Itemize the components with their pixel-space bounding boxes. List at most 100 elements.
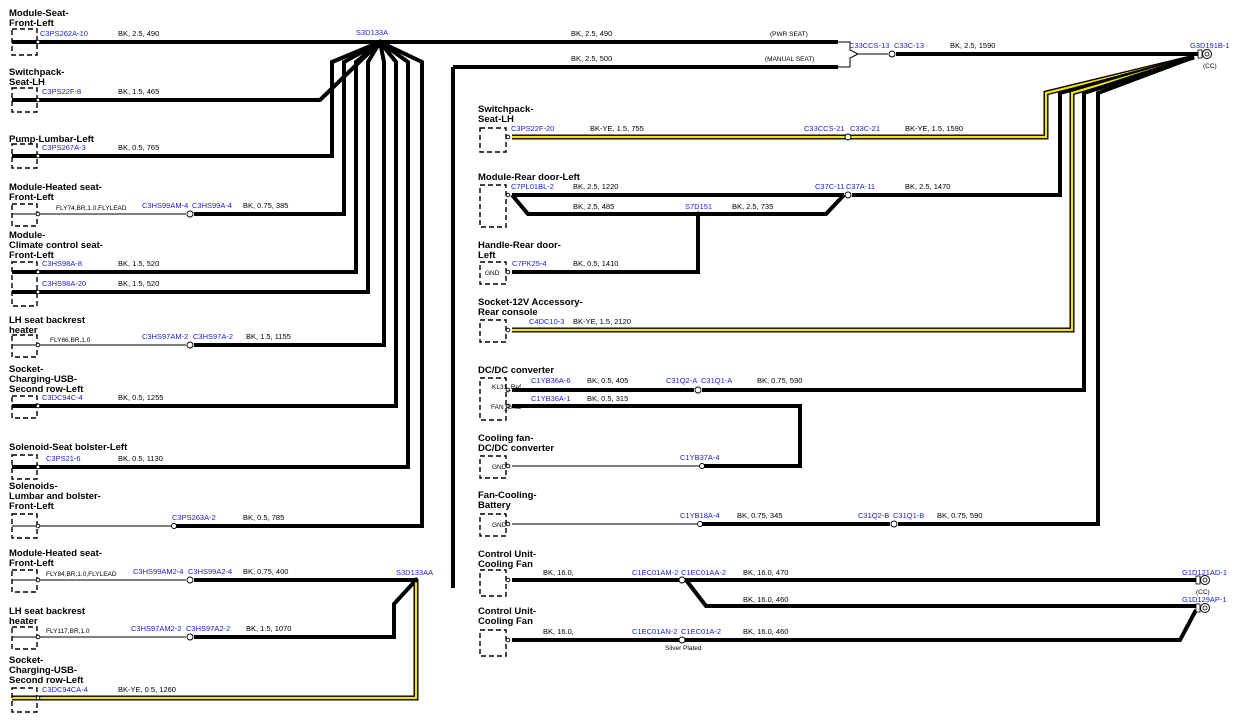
wire-labels: BK, 2.5, 490 BK, 1.5, 465 BK, 0.5, 765 B… [118, 29, 995, 694]
connector-label: C1YB36A-6 [531, 376, 571, 385]
connector-label: C37C-11 [815, 182, 844, 191]
ground-icon [1197, 49, 1212, 59]
connector-label: C3PS22F-20 [511, 124, 554, 133]
wire-usb-1[interactable] [12, 40, 398, 408]
cc-note: (CC) [1203, 63, 1217, 70]
wire-spec: BK, 0.75, 400 [243, 567, 288, 576]
connector-label: C3HS99AM-4 [142, 201, 188, 210]
pin-label: KL31_Ref [492, 384, 521, 391]
wire-spec: BK, 2.5, 735 [732, 202, 773, 211]
wire-spec: BK, 2.5, 1590 [950, 41, 995, 50]
flylead-label: FLY66,BR,1.0 [50, 337, 91, 344]
connector-label: C31Q1-B [893, 511, 924, 520]
wire-pump-lumbar[interactable] [12, 40, 381, 158]
wire-heated-1[interactable] [194, 40, 381, 216]
connector-label: C3PS262A-10 [40, 29, 88, 38]
wire-spec: BK, 16.0, 470 [743, 568, 788, 577]
wire-spec: BK, 0.5, 785 [243, 513, 284, 522]
connector-label: C3HS98A-8 [42, 259, 82, 268]
connector-label: C1EC01AM-2 [632, 568, 678, 577]
ground-label: G1D129AP-1 [1182, 595, 1227, 604]
component-solenoid-bolster: Solenoid-Seat bolster-Left [9, 442, 128, 453]
ground-symbols [1195, 49, 1212, 613]
connector-label: C31Q2-B [858, 511, 889, 520]
connector-label: C3PS263A-2 [172, 513, 216, 522]
wire-spec: BK, 0.5, 1410 [573, 259, 618, 268]
wire-spec: BK, 1.5, 520 [118, 279, 159, 288]
wire-spec: BK, 0.75, 385 [243, 201, 288, 210]
wire-fan-gnd[interactable] [512, 404, 802, 468]
wire-spec: BK, 0.75, 590 [937, 511, 982, 520]
wire-fan-battery[interactable] [898, 55, 1195, 526]
cc-note: (CC) [1196, 589, 1210, 596]
wire-spec: BK, 0.5, 1130 [118, 454, 163, 463]
connector-label: C33CCS-21 [804, 124, 844, 133]
wire-spec: BK-YE, 0.5, 1260 [118, 685, 176, 694]
connector-labels: C3PS262A-10 C3PS22F-8 C3PS267A-3 C3HS99A… [40, 28, 1230, 694]
wire-switchpack[interactable] [12, 40, 382, 102]
component-switchpack-lh-r: Switchpack-Seat-LH [478, 104, 533, 125]
wire-spec: BK, 2.5, 1470 [905, 182, 950, 191]
wire-spec: BK, 16.0, 460 [743, 627, 788, 636]
connector-label: C1YB37A-4 [680, 453, 720, 462]
splice-label: S3D133A [356, 28, 388, 37]
wire-climate-20[interactable] [12, 40, 382, 294]
wire-spec: BK, 1.5, 1070 [246, 624, 291, 633]
component-seat-front-left: Module-Seat-Front-Left [9, 8, 69, 29]
component-socket-12v: Socket-12V Accessory-Rear console [478, 297, 583, 318]
wire-cu-fan-2[interactable] [512, 609, 1198, 642]
connector-label: C3DC94CA-4 [42, 685, 88, 694]
wire-dcdc[interactable] [702, 55, 1195, 392]
wire-spec: BK-YE, 1.5, 755 [590, 124, 644, 133]
wire-cu-fan-1b[interactable] [684, 578, 1196, 608]
right-ground-wires [510, 41, 1200, 642]
wire-backrest-1[interactable] [194, 41, 386, 347]
wire-climate-8[interactable] [12, 40, 382, 274]
component-switchpack-lh: Switchpack-Seat-LH [9, 67, 64, 88]
connector-label: C33CCS-13 [849, 41, 889, 50]
flylead-label: FLY117,BR,1.0 [46, 628, 90, 635]
wire-rear-door-loop[interactable] [510, 193, 846, 216]
flylead-label: FLY74,BR,1.0,FLYLEAD [56, 205, 127, 212]
manual-seat-note: (MANUAL SEAT) [765, 56, 814, 63]
wire-spec: BK, 0.75, 345 [737, 511, 782, 520]
wire-spec: BK-YE, 1.5, 1590 [905, 124, 963, 133]
component-rear-door-module: Module-Rear door-Left [478, 172, 581, 183]
component-dcdc: DC/DC converter [478, 365, 554, 376]
connector-label: C3HS97AM-2 [142, 332, 188, 341]
connector-label: C1EC01AA-2 [681, 568, 726, 577]
splice-label: S3D133AA [396, 568, 433, 577]
connector-label: C1EC01AN-2 [632, 627, 677, 636]
wire-spec: BK, 2.5, 1220 [573, 182, 618, 191]
connector-label: C3HS99AM2-4 [133, 567, 183, 576]
wire-lumbar-bolster[interactable] [174, 40, 424, 528]
left-ground-wires [12, 40, 838, 701]
flylead-label: FLY84,BR,1.0,FLYLEAD [46, 571, 117, 578]
ground-label: G1D121AD-1 [1182, 568, 1227, 577]
connector-label: C7PL01BL-2 [511, 182, 554, 191]
component-boxes [11, 28, 507, 713]
connector-label: C3PS267A-3 [42, 143, 86, 152]
connector-label: C37A-11 [846, 182, 875, 191]
brace-join-2 [838, 53, 859, 68]
pwr-seat-note: (PWR SEAT) [770, 31, 808, 38]
component-fan-battery: Fan-Cooling-Battery [478, 490, 537, 511]
connector-label: C1YB36A-1 [531, 394, 571, 403]
wire-solenoid-bolster[interactable] [12, 40, 410, 469]
wire-rear-handle[interactable] [512, 214, 700, 274]
connector-label: C1YB18A-4 [680, 511, 720, 520]
connector-label: C4DC10-3 [529, 317, 564, 326]
pin-label: GND [492, 464, 507, 471]
wire-backrest-2[interactable] [194, 578, 418, 639]
splice-label: S7D151 [685, 202, 712, 211]
component-rear-door-handle: Handle-Rear door-Left [478, 240, 561, 261]
ground-icon [1195, 575, 1210, 585]
connector-label: C3HS97AM2-2 [131, 624, 181, 633]
connector-label: C33C-21 [850, 124, 880, 133]
component-usb-2: Socket-Charging-USB-Second row-Left [9, 655, 84, 686]
silver-plated-note: Silver Plated [665, 645, 702, 652]
wire-spec: BK, 16.0, [543, 568, 574, 577]
connector-label: C31Q1-A [701, 376, 732, 385]
connector-label: C3HS97A2-2 [186, 624, 230, 633]
